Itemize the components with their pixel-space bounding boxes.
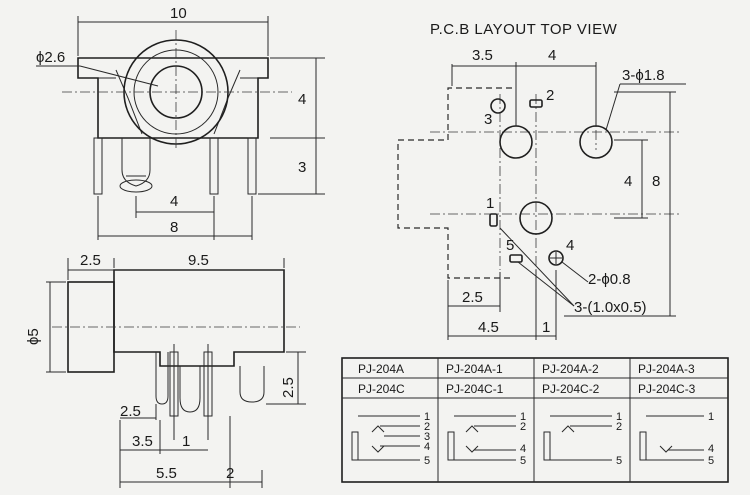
dim-body-length: 9.5	[188, 252, 209, 269]
model-cell: PJ-204C	[358, 382, 405, 396]
schematic: 1 4 5	[639, 411, 714, 467]
model-cell: PJ-204A	[358, 362, 404, 376]
dim-pin-span: 8	[170, 219, 178, 236]
dim-diameter: ϕ5	[25, 328, 42, 345]
dim-pcb-left: 3.5	[472, 47, 493, 64]
schematic-pin: 5	[424, 455, 430, 467]
dim-pin-height: 2.5	[280, 377, 297, 398]
dim-hole: ϕ2.6	[36, 49, 65, 66]
pcb-hole	[499, 125, 533, 159]
pcb-slot	[529, 99, 543, 108]
schematic-pin: 2	[424, 421, 430, 433]
pcb-small-hole	[548, 250, 564, 266]
dim-pin-length: 3	[298, 159, 306, 176]
pcb-pin-label: 2	[546, 87, 554, 104]
pcb-hole	[519, 201, 553, 235]
schematic-pin: 4	[424, 441, 430, 453]
dim-front-depth: 2.5	[80, 252, 101, 269]
schematic: 1 2 5	[543, 411, 622, 467]
schematic-pin: 4	[520, 443, 526, 455]
dim-a: 2.5	[120, 403, 141, 420]
dim-pcb-small-holes: 2-ϕ0.8	[588, 271, 631, 288]
dim-pcb-bottom-mid: 4.5	[478, 319, 499, 336]
pcb-slot	[509, 254, 523, 263]
schematic-pin: 3	[424, 431, 430, 443]
dim-pcb-top: 4	[548, 47, 556, 64]
schematic-pin: 5	[708, 455, 714, 467]
schematic-pin: 1	[520, 411, 526, 423]
dim-width: 10	[170, 5, 187, 22]
dim-e: 2	[226, 465, 234, 482]
side-view: 2.5 9.5 ϕ5 2.5 2.5 3.5 1 5.5 2	[25, 252, 306, 488]
dim-pcb-vert-8: 8	[652, 173, 660, 190]
dim-pcb-vert-4: 4	[624, 173, 632, 190]
front-view: 10 ϕ2.6 4 3 4 8	[36, 5, 325, 240]
pcb-outline	[397, 87, 512, 279]
model-cell: PJ-204C-2	[542, 382, 600, 396]
dim-pin-pitch: 4	[170, 193, 178, 210]
pcb-title: P.C.B LAYOUT TOP VIEW	[430, 21, 618, 38]
dim-c: 1	[182, 433, 190, 450]
schematic-pin: 2	[616, 421, 622, 433]
schematic-pin: 5	[616, 455, 622, 467]
pcb-slot	[489, 213, 498, 227]
schematic-pin: 1	[616, 411, 622, 423]
pcb-pin-label: 1	[486, 195, 494, 212]
front-view-body	[77, 57, 269, 139]
schematic-pin: 4	[708, 443, 714, 455]
dim-height: 4	[298, 91, 306, 108]
dim-pcb-bottom-left: 2.5	[462, 289, 483, 306]
dim-d: 5.5	[156, 465, 177, 482]
pcb-pin-label: 5	[506, 237, 514, 254]
dim-pcb-slots: 3-(1.0x0.5)	[574, 299, 647, 316]
schematic-pin: 1	[424, 411, 430, 423]
dim-pcb-holes: 3-ϕ1.8	[622, 67, 665, 84]
model-cell: PJ-204A-1	[446, 362, 503, 376]
pcb-pin-label: 3	[484, 111, 492, 128]
schematic-pin: 2	[520, 421, 526, 433]
model-table: PJ-204A PJ-204A-1 PJ-204A-2 PJ-204A-3 PJ…	[341, 357, 729, 483]
model-cell: PJ-204C-1	[446, 382, 504, 396]
schematic: 1 2 3 4 5	[351, 411, 430, 467]
front-view-pin	[247, 137, 257, 195]
model-cell: PJ-204A-2	[542, 362, 599, 376]
side-view-body	[113, 269, 285, 367]
model-cell: PJ-204C-3	[638, 382, 696, 396]
pcb-small-hole	[490, 98, 506, 114]
schematic-pin: 5	[520, 455, 526, 467]
pcb-layout: P.C.B LAYOUT TOP VIEW 3 2 1 5 4 3.5	[397, 21, 686, 340]
pcb-pin-label: 4	[566, 237, 574, 254]
model-cell: PJ-204A-3	[638, 362, 695, 376]
schematic: 1 2 4 5	[447, 411, 526, 467]
front-view-pin	[93, 137, 103, 195]
dim-b: 3.5	[132, 433, 153, 450]
dim-pcb-bottom-right: 1	[542, 319, 550, 336]
schematic-pin: 1	[708, 411, 714, 423]
front-view-pin	[209, 137, 219, 195]
